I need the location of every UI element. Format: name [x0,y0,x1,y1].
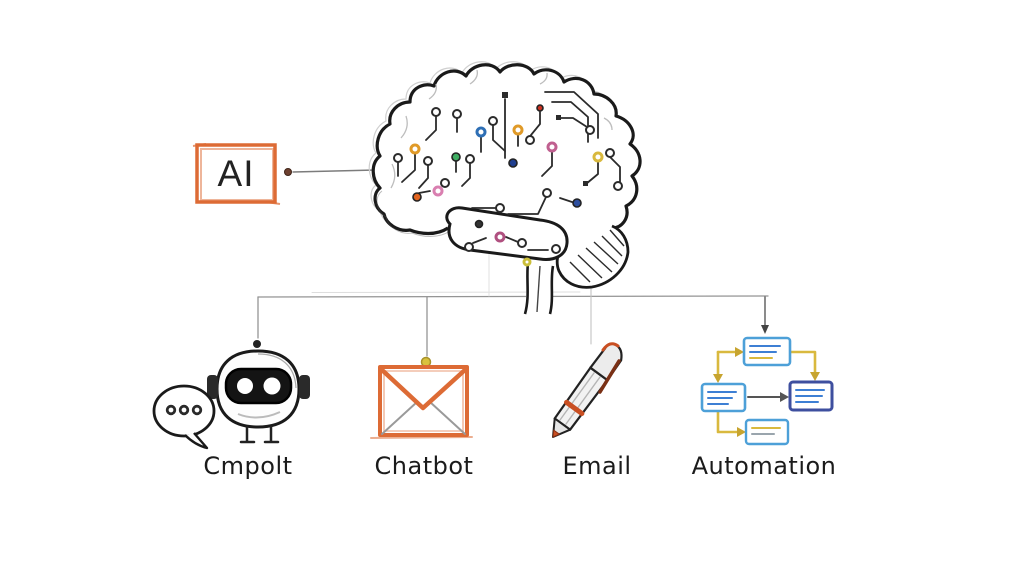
brain-node [613,181,623,191]
pen-tip [552,429,560,438]
robot-antenna-dot [253,340,261,348]
brain-node [551,244,561,254]
ai-line-dot [284,168,292,176]
brain-nodes [393,104,623,267]
branch-label-automation: Automation [691,452,837,480]
drop-arrowhead [761,325,769,334]
brain-node [423,156,433,166]
pen-clip [598,359,621,394]
connector-lines [257,168,769,368]
brain-node [464,242,474,252]
robot-ear-left [207,375,218,399]
brain-node [451,152,461,162]
robot-ear-right [299,375,310,399]
robot-eye-left [237,378,253,394]
robot-eye-right [263,377,281,395]
flowchart-yellow-connectors [716,350,817,434]
pen-icon [552,342,623,438]
brain-node [475,126,487,138]
brain-node [495,203,505,213]
flowchart-icon [700,336,834,446]
brain-node [409,143,421,155]
robot-legs [239,425,280,444]
brain-node [432,185,444,197]
brain-node [512,124,524,136]
brain-node [508,158,518,168]
envelope-icon [370,365,473,439]
ai-root-label: AI [217,153,255,194]
tree-horizontal-line [257,295,769,298]
brain-node [536,104,544,112]
brain-gyri-sketch [390,69,613,189]
brain-circuit-pads [502,92,588,186]
brain-node [474,219,484,229]
speech-bubble-icon [152,384,216,450]
brain-stem [523,261,555,315]
brain-node [605,148,615,158]
brain-node [412,192,422,202]
brain-circuit-traces [397,91,621,251]
ai-root-box [192,143,281,205]
brain-node [525,135,535,145]
flowchart-yellow-arrowheads [713,347,820,437]
brain-node [494,231,506,243]
flowchart-box-bottom [744,418,790,446]
brain-node [431,107,441,117]
brain-node [572,198,582,208]
robot-icon [207,340,310,444]
ai-to-brain-line [292,169,377,173]
brain-node [452,109,462,119]
brain-node [522,257,532,267]
brain-node [488,116,498,126]
branch-label-email: Email [562,452,632,480]
flowchart-text-lines [707,345,825,435]
branch-label-chatbot: Chatbot [374,452,474,480]
ai-box-border [195,143,277,204]
envelope-flap [378,366,469,411]
brain-node [393,153,403,163]
brain-node [465,154,475,164]
brain-cerebellum [555,224,630,289]
brain-node [585,125,595,135]
brain-node [542,188,552,198]
speech-bubble-tail [184,432,209,450]
brain-icon [368,61,642,315]
pen-band [564,399,585,416]
speech-bubble-dots [165,404,203,416]
branch-label-cmpolt: Cmpolt [203,452,293,480]
robot-visor [224,367,293,405]
brain-node [440,178,450,188]
brain-node [517,238,527,248]
brain-node [546,141,558,153]
brain-node [592,151,604,163]
